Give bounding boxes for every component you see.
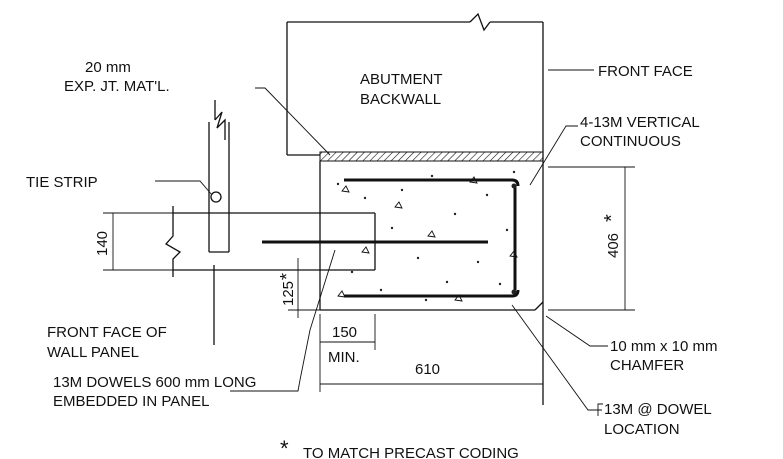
dowel-location-label: 13M @ DOWEL [604, 401, 712, 418]
exp-joint-mat-label: EXP. JT. MAT'L. [64, 78, 170, 95]
concrete-seat [262, 161, 544, 311]
expansion-joint-strip [319, 151, 544, 162]
panel-break-line [164, 206, 182, 277]
leader-chamfer [545, 315, 608, 347]
aggregate [390, 226, 394, 230]
aggregate [363, 196, 367, 200]
aggregate [416, 256, 420, 260]
dimension-150-610 [319, 314, 544, 405]
leader-dowels-ext [230, 379, 301, 392]
break-line-top-symbol [469, 12, 491, 32]
footnote-star: * [280, 436, 289, 459]
abutment-backwall [286, 12, 544, 405]
front-face-label: FRONT FACE [598, 63, 693, 80]
dim-406-text: 406 [605, 233, 622, 258]
aggregate [498, 282, 502, 286]
leader-tie-strip [155, 180, 213, 196]
rebar-bend-top [511, 178, 520, 187]
aggregate [379, 288, 383, 292]
aggregate [453, 212, 457, 216]
dowel-location-label-2: LOCATION [604, 421, 680, 438]
vertical-bars-label: 4-13M VERTICAL [580, 114, 700, 131]
aggregate [400, 188, 404, 192]
wall-panel-label-2: WALL PANEL [47, 344, 139, 361]
dimension-406 [548, 166, 635, 311]
aggregate [512, 170, 516, 174]
vertical-bar-dot [511, 289, 517, 295]
aggregate [505, 228, 509, 232]
dim-125-text: 125 [280, 281, 297, 306]
aggregate [336, 182, 340, 186]
leader-dowels [299, 249, 336, 381]
dim-150-text: 150 [332, 324, 357, 341]
vertical-bar-dot [511, 183, 517, 189]
chamfer-label: 10 mm x 10 mm [610, 338, 718, 355]
tie-strip-label: TIE STRIP [26, 174, 98, 191]
aggregate [485, 193, 489, 197]
wall-panel [164, 206, 376, 277]
leader-vertical-bars [529, 125, 578, 186]
aggregate [445, 280, 449, 284]
vertical-bars-label-2: CONTINUOUS [580, 133, 681, 150]
dim-125-star: * [277, 273, 297, 280]
dowels-label-2: EMBEDDED IN PANEL [53, 393, 209, 410]
leader-exp-jt [255, 87, 331, 156]
aggregate [350, 270, 354, 274]
chamfer-label-2: CHAMFER [610, 357, 684, 374]
dimension-140 [103, 212, 173, 271]
tie-strip-break [214, 100, 226, 140]
aggregate [424, 298, 428, 302]
tie-strip [208, 100, 230, 345]
rebar-bend-bottom [511, 289, 520, 298]
aggregate [430, 174, 434, 178]
dim-140-text: 140 [94, 231, 111, 256]
dim-406-star: * [601, 214, 623, 222]
dowel-location-symbol [597, 403, 603, 416]
footnote-text: TO MATCH PRECAST CODING [303, 445, 519, 459]
concrete-aggregate [336, 170, 518, 302]
tie-strip-hole [210, 191, 222, 203]
chamfer-edge [534, 301, 544, 311]
wall-panel-label: FRONT FACE OF [47, 324, 167, 341]
leader-dowel-location [511, 304, 602, 411]
dim-610-text: 610 [415, 361, 440, 378]
dowels-label: 13M DOWELS 600 mm LONG [53, 374, 256, 391]
aggregate [476, 260, 480, 264]
leaders [155, 69, 608, 411]
exp-joint-size-label: 20 mm [85, 59, 131, 76]
backwall-label: BACKWALL [360, 91, 441, 108]
aggregate-triangles [337, 176, 518, 302]
dimension-125 [288, 258, 320, 318]
abutment-label: ABUTMENT [360, 71, 443, 88]
dim-min-text: MIN. [328, 349, 360, 366]
